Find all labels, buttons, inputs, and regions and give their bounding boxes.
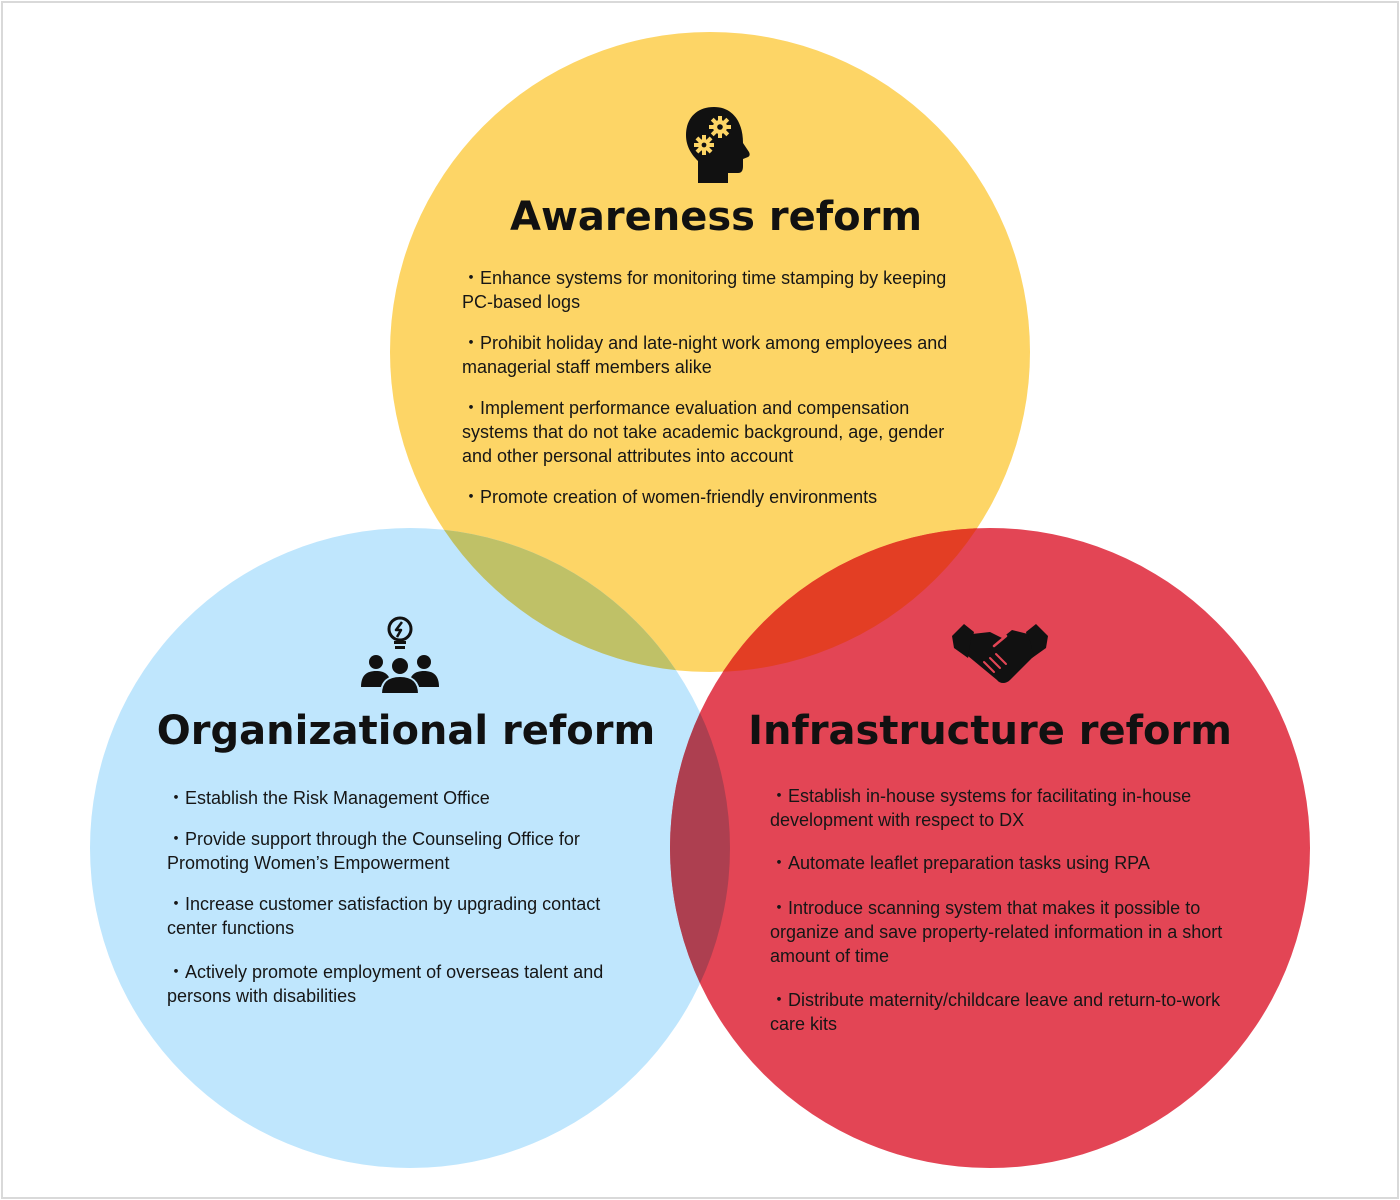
list-item: ・Establish in-house systems for facilita… [770,786,1192,830]
list-item: ・Implement performance evaluation and co… [462,398,945,466]
awareness-list: ・Enhance systems for monitoring time sta… [462,266,962,509]
organizational-list: ・Establish the Risk Management Office ・P… [167,786,647,1008]
infrastructure-list: ・Establish in-house systems for facilita… [770,784,1230,1036]
list-item: ・Distribute maternity/childcare leave an… [770,990,1221,1034]
organizational-title: Organizational reform [156,708,656,754]
list-item: ・Increase customer satisfaction by upgra… [167,894,601,938]
list-item: ・Automate leaflet preparation tasks usin… [770,853,1150,873]
list-item: ・Enhance systems for monitoring time sta… [462,268,947,312]
list-item: ・Prohibit holiday and late-night work am… [462,333,948,377]
awareness-title: Awareness reform [510,194,923,240]
infrastructure-title: Infrastructure reform [748,708,1232,754]
list-item: ・Actively promote employment of overseas… [167,962,604,1006]
handshake-icon [952,624,1048,683]
head-gears-icon [686,107,750,183]
list-item: ・Promote creation of women-friendly envi… [462,487,878,507]
awareness-circle [390,32,1030,672]
list-item: ・Introduce scanning system that makes it… [770,898,1223,966]
list-item: ・Establish the Risk Management Office [167,788,490,808]
list-item: ・Provide support through the Counseling … [167,829,580,873]
infrastructure-circle [670,528,1310,1168]
team-lightbulb-icon [361,616,439,695]
organizational-circle [90,528,730,1168]
